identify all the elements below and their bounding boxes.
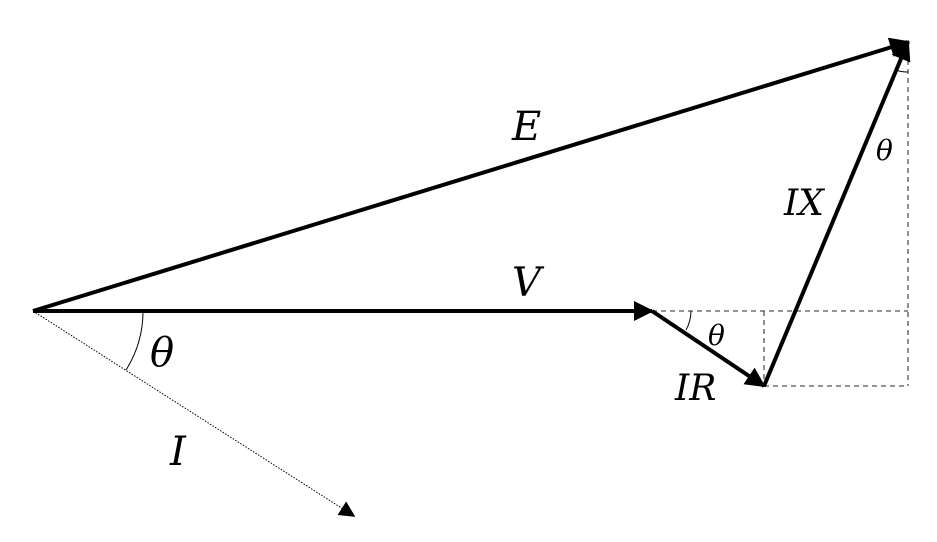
label-theta-ix: θ	[876, 134, 893, 167]
label-i: I	[169, 429, 187, 475]
ir-drop-phasor	[650, 309, 766, 388]
label-theta-origin: θ	[150, 330, 174, 376]
label-theta-ir: θ	[708, 319, 725, 352]
construction-lines	[652, 42, 909, 387]
current-phasor-i	[32, 310, 356, 517]
label-e: E	[511, 104, 541, 150]
emf-phasor-e	[32, 37, 910, 313]
theta-arc-at-origin	[125, 310, 144, 371]
label-v: V	[512, 260, 545, 306]
theta-arc-at-ir	[685, 310, 692, 331]
label-ir: IR	[674, 368, 716, 409]
ix-drop-phasor	[762, 40, 911, 387]
label-ix: IX	[783, 183, 825, 224]
